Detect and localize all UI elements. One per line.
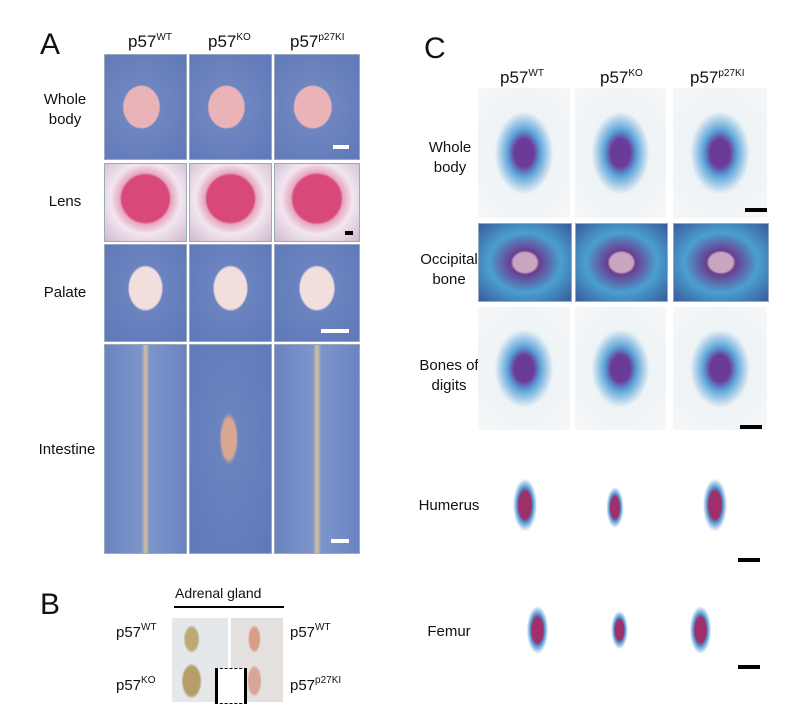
- header-base: p57: [208, 32, 237, 51]
- image-skeleton-ko: [575, 88, 666, 218]
- image-humerus-wt: [500, 450, 550, 560]
- label-sup: p27KI: [315, 675, 342, 686]
- label-base: p57: [116, 677, 142, 694]
- image-intestine-wt: [104, 344, 187, 554]
- image-palate-ki: [274, 244, 360, 342]
- size-bracket: [215, 668, 247, 704]
- image-humerus-ki: [690, 450, 740, 560]
- row-label-femur: Femur: [427, 623, 471, 640]
- label-b-left-ko: p57KO: [116, 675, 155, 694]
- scale-bar: [331, 539, 349, 543]
- header-base: p57: [600, 68, 629, 87]
- label-base: p57: [116, 624, 142, 641]
- header-sup: WT: [528, 68, 544, 79]
- row-label-c-whole-body: Whole body: [428, 139, 472, 176]
- header-a-ko: p57KO: [208, 32, 251, 52]
- image-intestine-ki: [274, 344, 360, 554]
- header-base: p57: [500, 68, 529, 87]
- scale-bar: [740, 425, 762, 429]
- row-label-lens: Lens: [48, 193, 82, 210]
- scale-bar: [738, 665, 760, 669]
- panel-label-c: C: [424, 32, 446, 65]
- image-humerus-ko: [597, 465, 633, 550]
- header-sup: p27KI: [718, 68, 745, 79]
- label-sup: WT: [315, 622, 331, 633]
- image-palate-wt: [104, 244, 187, 342]
- image-occipital-ko: [575, 223, 668, 302]
- image-whole-body-ko: [189, 54, 272, 160]
- label-base: p57: [290, 624, 316, 641]
- image-skeleton-wt: [478, 88, 570, 218]
- title-underline: [174, 606, 284, 608]
- image-femur-ki: [678, 580, 723, 680]
- image-palate-ko: [189, 244, 272, 342]
- header-c-wt: p57WT: [500, 68, 544, 88]
- scale-bar: [738, 558, 760, 562]
- header-c-ki: p57p27KI: [690, 68, 745, 88]
- scale-bar: [745, 208, 767, 212]
- scale-bar: [333, 145, 349, 149]
- row-label-whole-body: Whole body: [43, 91, 87, 128]
- image-skeleton-ki: [673, 88, 767, 218]
- label-sup: WT: [141, 622, 157, 633]
- image-digits-ki: [673, 307, 767, 430]
- image-lens-ki: [274, 163, 360, 242]
- image-occipital-ki: [673, 223, 769, 302]
- image-lens-wt: [104, 163, 187, 242]
- image-lens-ko: [189, 163, 272, 242]
- panel-label-a: A: [40, 28, 61, 61]
- header-c-ko: p57KO: [600, 68, 643, 88]
- row-label-bones-of-digits: Bones of digits: [419, 357, 479, 394]
- image-femur-ko: [602, 590, 637, 670]
- header-a-ki: p57p27KI: [290, 32, 345, 52]
- header-sup: p27KI: [318, 32, 345, 43]
- scale-bar: [321, 329, 349, 333]
- label-b-left-wt: p57WT: [116, 622, 157, 641]
- header-sup: KO: [236, 32, 251, 43]
- header-base: p57: [290, 32, 319, 51]
- scale-bar: [345, 231, 353, 235]
- panel-label-b: B: [40, 588, 61, 621]
- adrenal-gland-title: Adrenal gland: [175, 585, 262, 601]
- image-whole-body-wt: [104, 54, 187, 160]
- header-a-wt: p57WT: [128, 32, 172, 52]
- header-base: p57: [690, 68, 719, 87]
- image-digits-wt: [478, 307, 570, 430]
- row-label-occipital-bone: Occipital bone: [420, 251, 478, 288]
- label-sup: KO: [141, 675, 156, 686]
- row-label-palate: Palate: [43, 284, 87, 301]
- row-label-humerus: Humerus: [418, 497, 480, 514]
- image-whole-body-ki: [274, 54, 360, 160]
- header-sup: WT: [156, 32, 172, 43]
- image-occipital-wt: [478, 223, 572, 302]
- label-base: p57: [290, 677, 316, 694]
- image-femur-wt: [515, 580, 560, 680]
- row-label-intestine: Intestine: [38, 441, 96, 458]
- label-b-right-ki: p57p27KI: [290, 675, 341, 694]
- image-digits-ko: [575, 307, 666, 430]
- image-intestine-ko: [189, 344, 272, 554]
- header-base: p57: [128, 32, 157, 51]
- label-b-right-wt: p57WT: [290, 622, 331, 641]
- header-sup: KO: [628, 68, 643, 79]
